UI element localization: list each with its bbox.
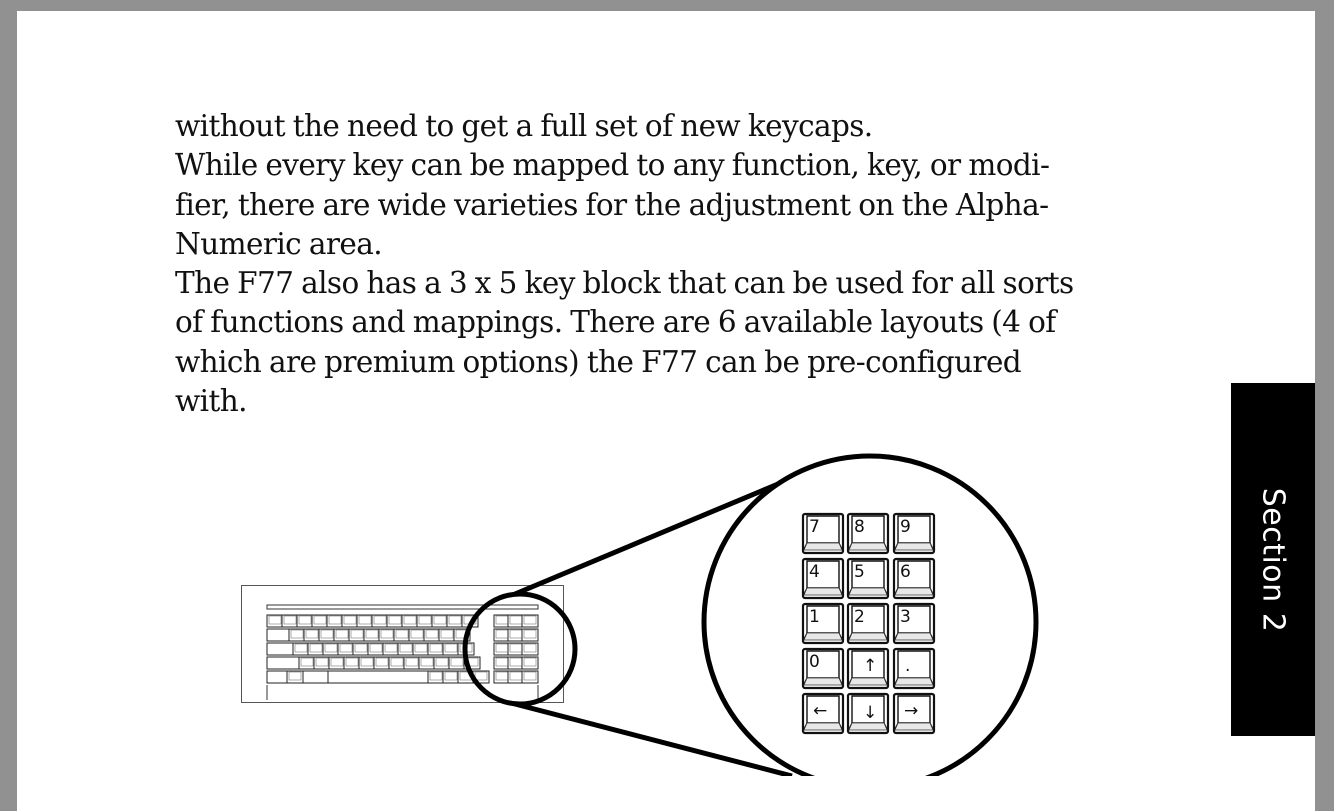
text-line: The F77 also has a 3 x 5 key block that … — [175, 266, 1074, 301]
text-line: which are premium options) the F77 can b… — [175, 344, 1022, 379]
document-page: without the need to get a full set of ne… — [17, 11, 1315, 811]
text-line: While every key can be mapped to any fun… — [175, 148, 1050, 183]
text-line: fier, there are wide varieties for the a… — [175, 187, 1049, 222]
text-line: with. — [175, 384, 248, 419]
section-tab[interactable]: Section 2 — [1231, 383, 1315, 736]
text-line: Numeric area. — [175, 226, 383, 261]
body-paragraph: without the need to get a full set of ne… — [175, 107, 1105, 421]
text-line: without the need to get a full set of ne… — [175, 109, 873, 143]
text-line: of functions and mappings. There are 6 a… — [175, 305, 1056, 340]
section-tab-label: Section 2 — [1255, 487, 1291, 632]
